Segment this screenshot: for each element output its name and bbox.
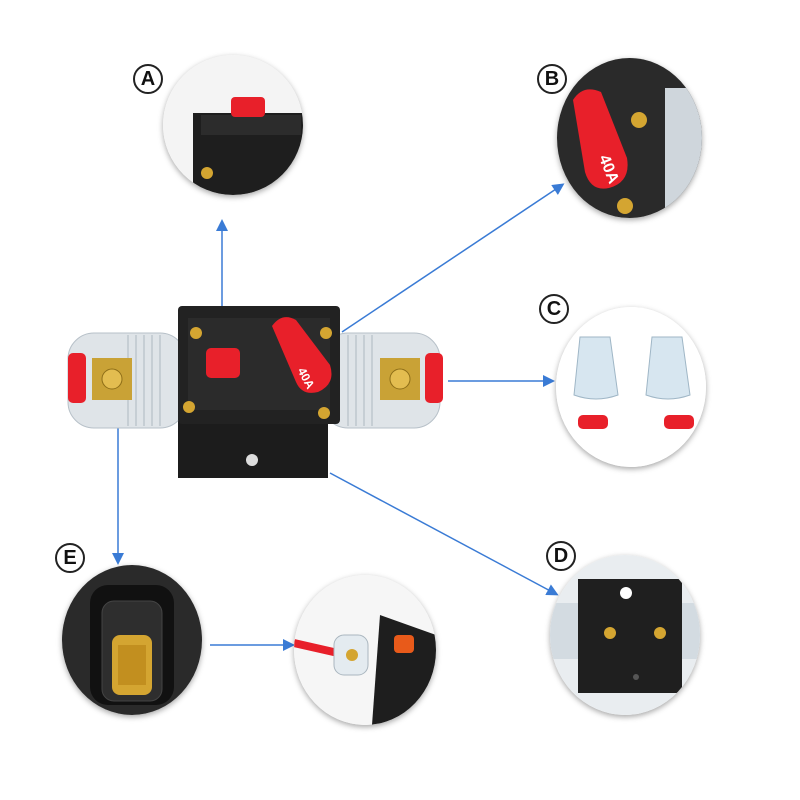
clear-cap-icon [573,336,691,400]
cable-icon [294,575,436,725]
bubble-cable-connection [294,575,436,725]
mounting-plate-icon [550,555,700,715]
label-e: E [55,543,85,573]
label-b: B [537,64,567,94]
bubble-e-terminal [62,565,202,715]
bubble-d-base [550,555,700,715]
reset-button-icon [206,348,240,378]
bubble-a-reset-button [163,55,303,195]
bubble-b-lever: 40A [557,58,702,218]
label-c: C [539,294,569,324]
arrow-to-d [329,472,559,596]
label-a: A [133,64,163,94]
arrow-to-b [341,183,565,333]
trip-lever-icon [272,317,332,393]
bubble-c-caps [556,307,706,467]
label-d: D [546,541,576,571]
terminal-icon [62,565,202,715]
